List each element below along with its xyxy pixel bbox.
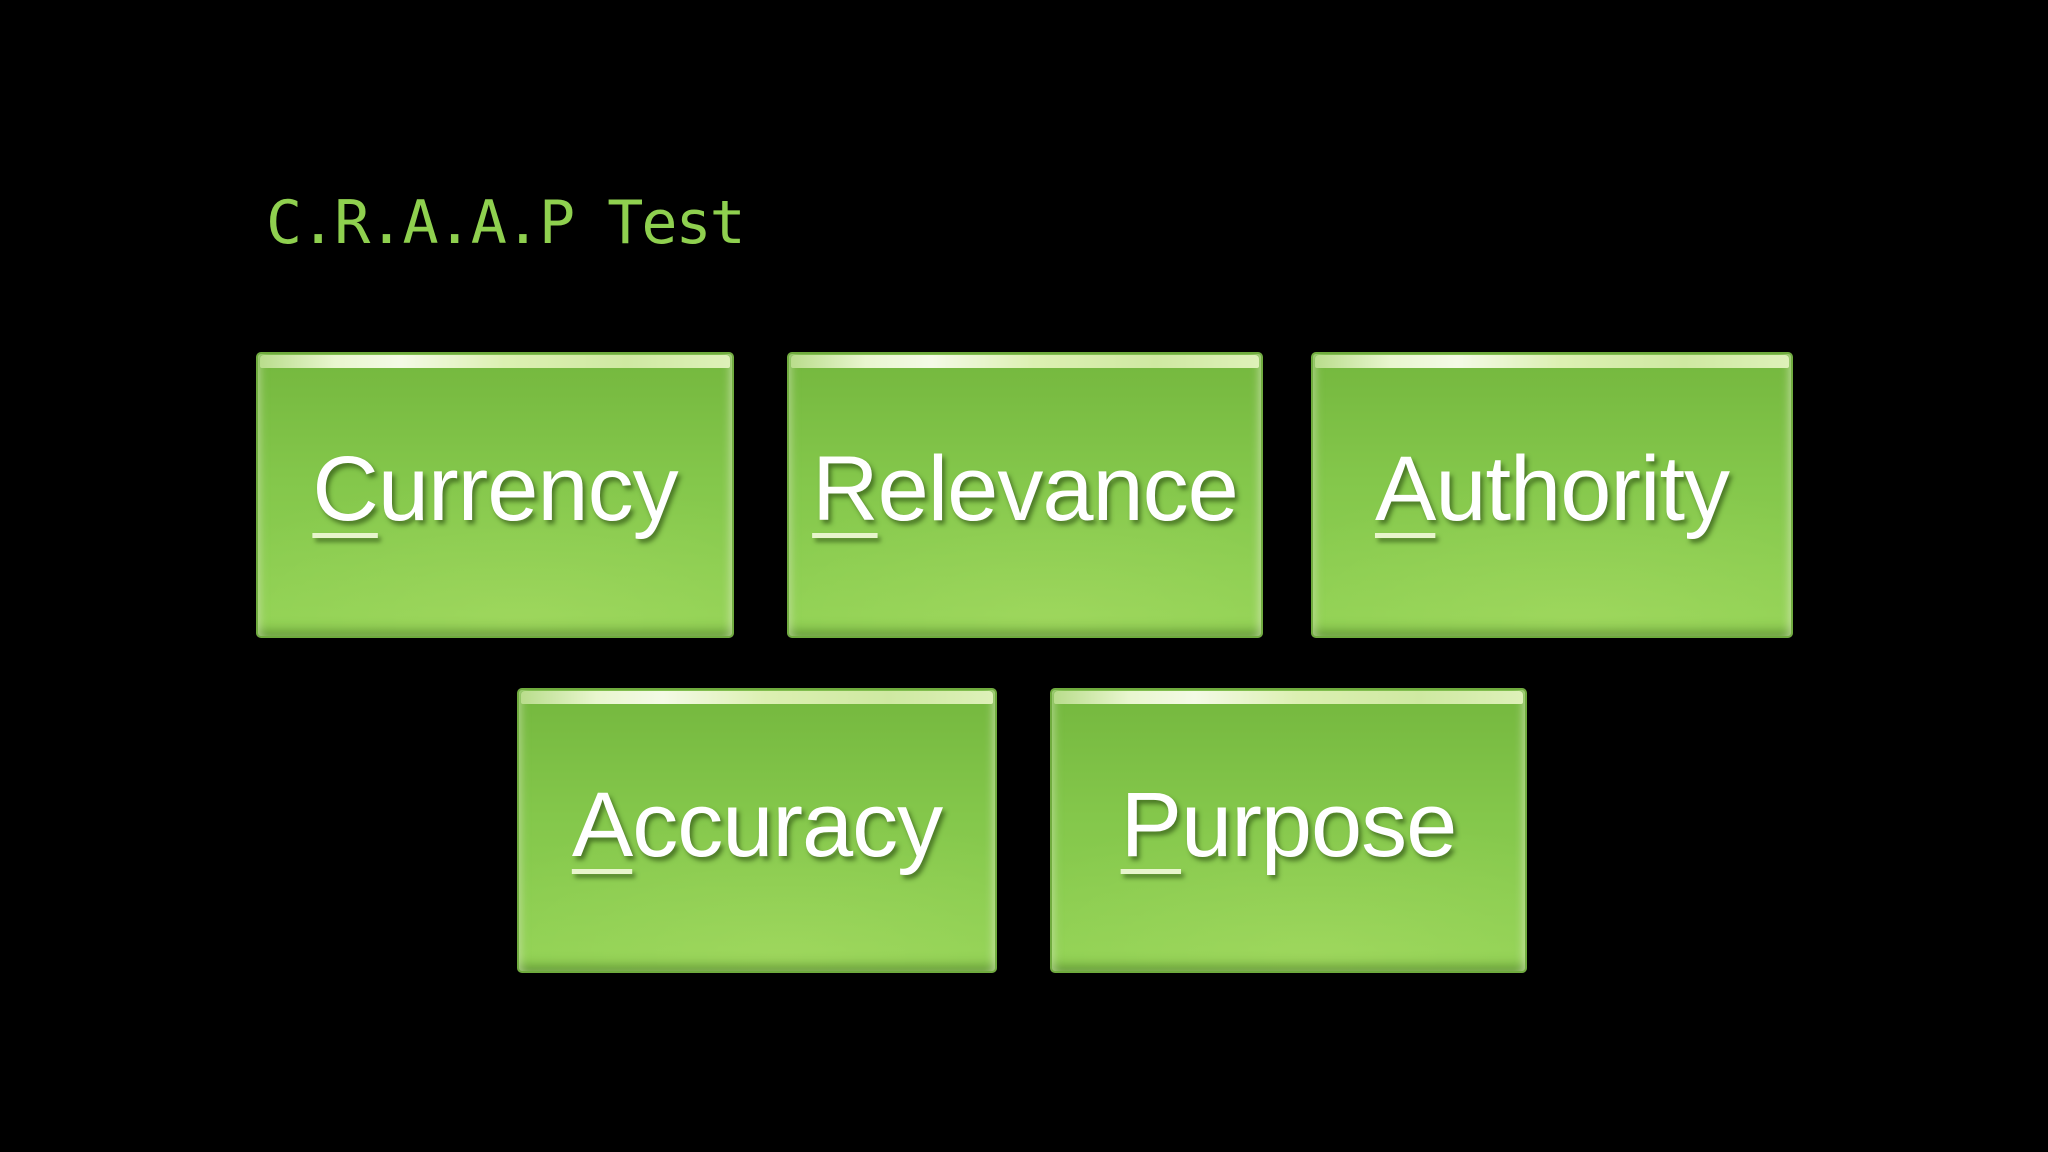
- box-label-purpose-rest: urpose: [1181, 773, 1457, 876]
- box-label-currency-rest: urrency: [377, 438, 679, 540]
- box-label-currency-first-letter: C: [312, 438, 378, 540]
- box-label-relevance: Relevance: [812, 443, 1239, 535]
- box-label-relevance-rest: elevance: [877, 438, 1239, 540]
- box-label-authority-rest: uthority: [1435, 438, 1730, 540]
- box-label-accuracy: Accuracy: [572, 779, 943, 871]
- box-label-authority-first-letter: A: [1374, 438, 1436, 540]
- box-label-relevance-first-letter: R: [812, 438, 878, 540]
- box-label-accuracy-rest: ccuracy: [632, 773, 943, 876]
- box-label-currency: Currency: [312, 443, 678, 535]
- craap-box-currency: Currency: [256, 352, 734, 638]
- craap-box-accuracy: Accuracy: [517, 688, 997, 973]
- box-label-purpose-first-letter: P: [1120, 773, 1182, 876]
- craap-box-relevance: Relevance: [787, 352, 1263, 638]
- slide-title: C.R.A.A.P Test: [266, 188, 746, 258]
- box-label-accuracy-first-letter: A: [571, 773, 633, 876]
- craap-box-authority: Authority: [1311, 352, 1793, 638]
- craap-box-purpose: Purpose: [1050, 688, 1527, 973]
- box-label-purpose: Purpose: [1121, 779, 1458, 871]
- box-label-authority: Authority: [1375, 443, 1730, 535]
